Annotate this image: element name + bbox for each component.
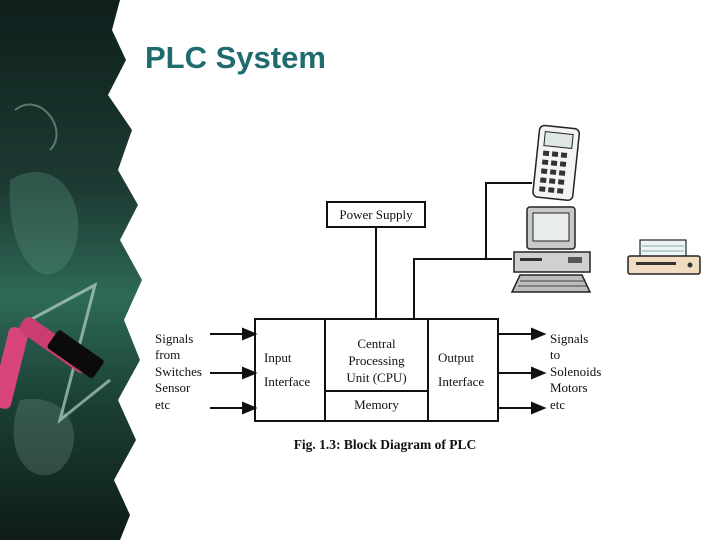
memory-label: Memory (354, 397, 399, 412)
input-signals-line3: Switches (155, 364, 202, 379)
chalk-smudge (13, 398, 75, 476)
input-signals-line1: Signals (155, 331, 194, 346)
figure-caption: Fig. 1.3: Block Diagram of PLC (293, 437, 477, 452)
input-signals-line2: from (155, 347, 181, 362)
handheld-link (485, 182, 532, 259)
programmer-link (413, 258, 512, 319)
chalk-scribble (14, 103, 58, 151)
cpu-label-line2: Processing (348, 353, 405, 368)
plc-main-box (254, 318, 499, 422)
cpu-label-line3: Unit (CPU) (346, 370, 407, 385)
output-signals-line4: Motors (550, 380, 588, 395)
input-interface-label-line2: Interface (264, 374, 311, 389)
output-arrows (498, 327, 547, 415)
power-supply-box (326, 201, 426, 228)
output-interface-label-line2: Interface (438, 374, 485, 389)
cpu-label-line1: Central (357, 336, 396, 351)
output-signals-line5: etc (550, 397, 566, 412)
output-signals-line3: Solenoids (550, 364, 602, 379)
chalkboard-strip (0, 0, 142, 540)
pink-chalk-stick (0, 327, 29, 409)
desktop-computer-icon (510, 206, 592, 293)
slide-title: PLC System (145, 40, 326, 75)
chalk-eraser (47, 330, 104, 379)
input-arrows (210, 327, 258, 415)
printer-icon (627, 239, 701, 275)
power-supply-label: Power Supply (339, 207, 413, 222)
input-signals-line4: Sensor (155, 380, 191, 395)
input-signals-line5: etc (155, 397, 171, 412)
handheld-programmer-icon (532, 124, 581, 202)
output-signals-line1: Signals (550, 331, 589, 346)
output-signals-line2: to (550, 347, 561, 362)
output-interface-label-line1: Output (438, 350, 475, 365)
input-interface-label-line1: Input (264, 350, 292, 365)
chalk-smudge (9, 171, 79, 275)
